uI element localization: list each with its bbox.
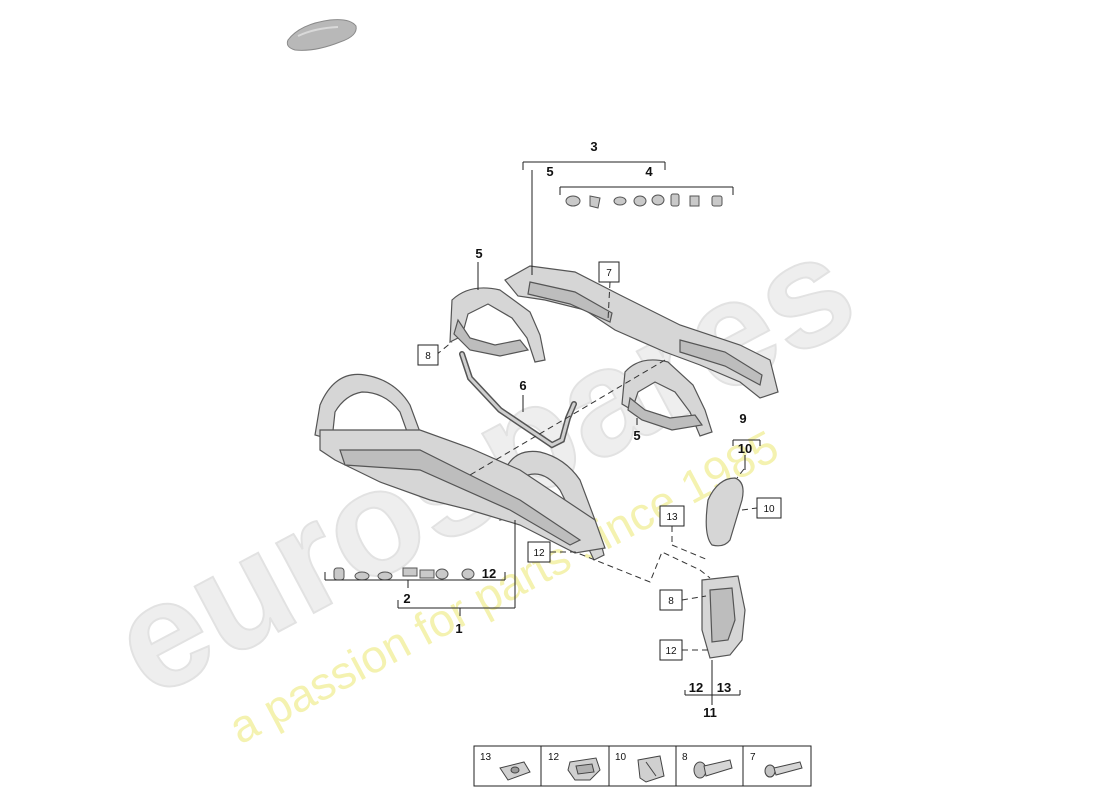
left-arch-shell — [449, 287, 546, 363]
legend-cell-10: 10 — [615, 752, 665, 783]
callout-10: 10 — [738, 441, 752, 456]
legend-number-8: 8 — [682, 752, 688, 763]
retainer-clip-icon — [637, 755, 665, 783]
callout-2: 2 — [403, 591, 410, 606]
legend-number-12: 12 — [548, 752, 560, 763]
box-7: 7 — [606, 268, 612, 279]
callout-4: 4 — [645, 164, 653, 179]
callout-9: 9 — [739, 411, 746, 426]
callout-5-right: 5 — [633, 428, 640, 443]
flange-bolt-icon — [693, 759, 733, 779]
callout-5-top: 5 — [546, 164, 553, 179]
right-arch-shell — [621, 359, 713, 437]
legend-cell-13: 13 — [480, 752, 531, 781]
callout-11: 11 — [703, 705, 717, 720]
clip-nut-icon — [499, 761, 531, 781]
legend-number-10: 10 — [615, 752, 627, 763]
legend-cell-7: 7 — [750, 752, 803, 778]
callout-5-left: 5 — [475, 246, 482, 261]
callout-1: 1 — [455, 621, 462, 636]
spring-clip-icon — [567, 757, 601, 781]
box-8-right: 8 — [668, 596, 674, 607]
legend-cell-12: 12 — [548, 752, 601, 781]
screw-icon — [764, 761, 803, 778]
car-silhouette-icon — [286, 19, 357, 51]
part-10-pad — [705, 477, 744, 547]
boxed-callouts: 7 8 8 10 12 12 13 — [417, 261, 782, 661]
box-13: 13 — [666, 512, 678, 523]
hardware-group-2 — [333, 567, 475, 581]
rollover-bar-frame — [314, 373, 606, 561]
rear-cross-member — [504, 265, 779, 399]
box-8-left: 8 — [425, 351, 431, 362]
legend-number-13: 13 — [480, 752, 492, 763]
dashed-leaders — [435, 281, 758, 651]
callout-13-bottom: 13 — [717, 680, 731, 695]
fastener-legend: 13 12 10 8 — [473, 745, 812, 787]
callout-12-left: 12 — [482, 566, 496, 581]
legend-cell-8: 8 — [682, 752, 733, 779]
box-10: 10 — [763, 504, 775, 515]
legend-number-7: 7 — [750, 752, 756, 763]
hardware-group-4 — [565, 193, 723, 209]
callout-12-bottom: 12 — [689, 680, 703, 695]
callout-numbers: 1 2 3 4 5 5 5 6 9 10 11 12 12 13 — [403, 139, 752, 720]
callout-6: 6 — [519, 378, 526, 393]
box-12-right: 12 — [665, 646, 677, 657]
part-11-bracket — [701, 575, 746, 659]
callout-3: 3 — [590, 139, 597, 154]
part-6-rod — [459, 351, 577, 449]
box-12-left: 12 — [533, 548, 545, 559]
bracket-lines — [324, 161, 761, 705]
